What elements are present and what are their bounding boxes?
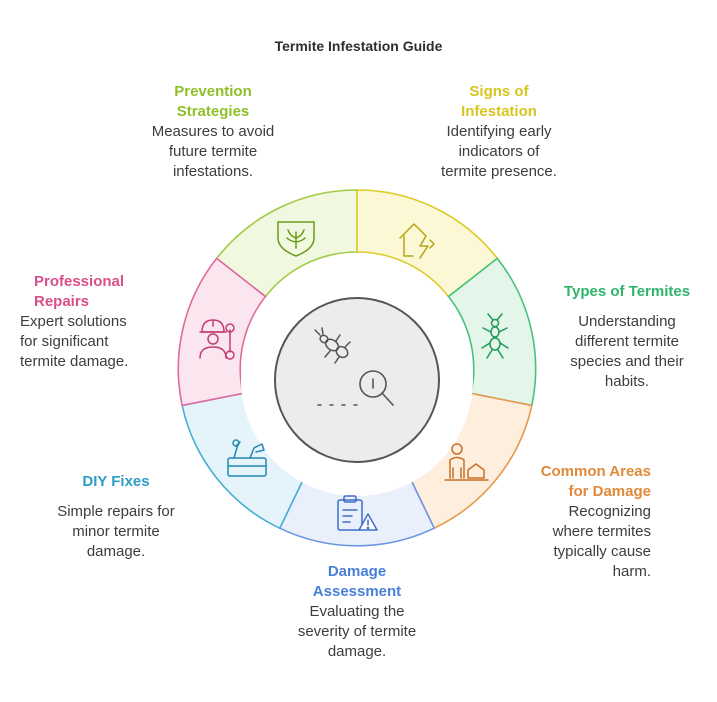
prevention-text: Measures to avoid future termite infesta… (151, 123, 275, 180)
types-heading: Types of Termites (563, 283, 691, 300)
diy-text: Simple repairs for minor termite damage. (57, 503, 175, 560)
types-text: Understanding different termite species … (570, 313, 684, 390)
areas-text: Recognizing where termites typically cau… (552, 503, 651, 580)
label-diy: DIY Fixes Simple repairs for minor termi… (32, 472, 200, 562)
repairs-text: Expert solutions for significant termite… (20, 313, 129, 370)
signs-heading: Signs of Infestation (461, 83, 537, 120)
damage-heading: Damage Assessment (312, 563, 402, 600)
label-prevention: Prevention Strategies Measures to avoid … (132, 82, 294, 182)
label-areas: Common Areas for Damage Recognizing wher… (515, 462, 651, 582)
person-house-icon (444, 443, 489, 481)
areas-heading: Common Areas for Damage (540, 463, 651, 500)
damage-text: Evaluating the severity of termite damag… (297, 603, 417, 660)
diagram-title: Termite Infestation Guide (274, 38, 443, 54)
broken-house-icon (399, 223, 435, 259)
diy-heading: DIY Fixes (82, 473, 150, 490)
label-repairs: Professional Repairs Expert solutions fo… (20, 272, 180, 372)
toolbox-icon (227, 439, 267, 477)
signs-text: Identifying early indicators of termite … (441, 123, 557, 180)
label-damage: Damage Assessment Evaluating the severit… (272, 562, 442, 662)
center-hub (273, 297, 440, 463)
shield-plant-icon (277, 221, 315, 257)
clipboard-warning-icon (337, 495, 378, 531)
label-signs: Signs of Infestation Identifying early i… (415, 82, 583, 182)
worker-wrench-icon (199, 319, 235, 360)
prevention-heading: Prevention Strategies (174, 83, 252, 120)
magnifier-icon (359, 370, 394, 406)
label-types: Types of Termites Understanding differen… (548, 282, 706, 392)
ant-icon (481, 313, 509, 359)
repairs-heading: Professional Repairs (34, 273, 125, 310)
termite-icon (314, 327, 351, 364)
